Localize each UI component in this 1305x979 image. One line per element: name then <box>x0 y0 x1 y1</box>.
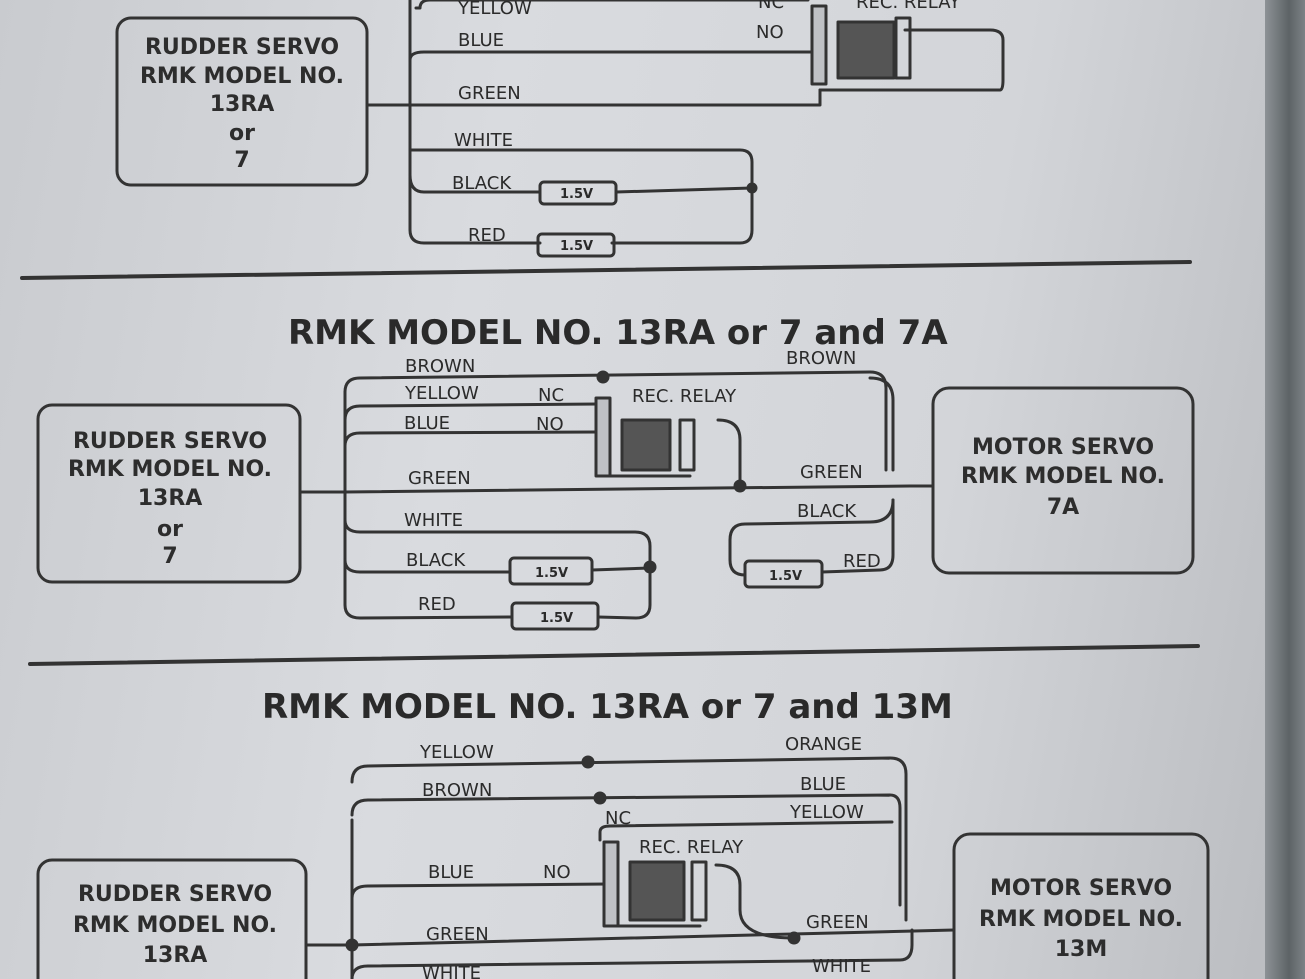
section1-wire-blue: BLUE <box>458 30 504 51</box>
section1-battery-black: 1.5V <box>538 180 618 206</box>
section2-wire-yellow: YELLOW <box>404 383 479 404</box>
section1-rudder-line5: 7 <box>234 148 249 173</box>
section3-wire-white-right: WHITE <box>812 956 871 977</box>
section2-relay-nc: NC <box>538 385 564 406</box>
section3-title: RMK MODEL NO. 13RA or 7 and 13M <box>262 687 953 727</box>
section2-wire-green-left: GREEN <box>408 468 471 489</box>
section2-rudder-line1: RUDDER SERVO <box>73 429 267 454</box>
section2-battery-label-2: 1.5V <box>540 611 573 626</box>
section3-wire-blue-left: BLUE <box>428 862 474 883</box>
divider-2 <box>28 644 1200 666</box>
photo-background-edge <box>1265 0 1305 979</box>
section1-wire-red: RED <box>468 225 506 246</box>
section2-relay-label: REC. RELAY <box>632 386 737 407</box>
section3-wire-white-left: WHITE <box>422 963 481 979</box>
section2-wire-black-right: BLACK <box>797 501 857 522</box>
section3-rudder-line3: 13RA <box>143 943 208 968</box>
section1-rudder-servo-box <box>115 16 369 187</box>
section1-rudder-line2: RMK MODEL NO. <box>140 64 344 89</box>
section1-battery-label-2: 1.5V <box>560 239 593 254</box>
section3-rudder-servo-box <box>36 858 308 979</box>
section2-wire-green-right: GREEN <box>800 462 863 483</box>
section3-relay: NC NO REC. RELAY <box>543 808 744 928</box>
section1-relay-label: REC. RELAY <box>856 0 961 13</box>
section1-wire-green: GREEN <box>458 83 521 104</box>
section1-battery-label-1: 1.5V <box>560 187 593 202</box>
section3-wire-yellow-right: YELLOW <box>789 802 864 823</box>
section2-motor-line1: MOTOR SERVO <box>972 435 1154 460</box>
section2-wire-blue: BLUE <box>404 413 450 434</box>
section2-motor-line2: RMK MODEL NO. <box>961 464 1165 489</box>
section3-motor-servo-box <box>952 832 1210 979</box>
section2-rudder-line4: or <box>157 517 183 542</box>
section2-rudder-line5: 7 <box>162 544 177 569</box>
section2-motor-line3: 7A <box>1047 495 1079 520</box>
section3-wire-yellow-left: YELLOW <box>419 742 494 763</box>
section2-rudder-line3: 13RA <box>138 486 203 511</box>
section2-battery-label-3: 1.5V <box>769 569 802 584</box>
section2-wire-brown-left: BROWN <box>405 356 475 377</box>
section1-relay-nc: NC <box>758 0 784 13</box>
section1-wire-white: WHITE <box>454 130 513 151</box>
section3-wire-green-left: GREEN <box>426 924 489 945</box>
section1-diagram: RUDDER SERVO RMK MODEL NO. 13RA or 7 YEL… <box>115 0 1005 258</box>
section3-rudder-line1: RUDDER SERVO <box>78 882 272 907</box>
section2-diagram: RUDDER SERVO RMK MODEL NO. 13RA or 7 MOT… <box>36 348 1195 631</box>
section2-relay-no: NO <box>536 414 564 435</box>
section2-battery-label-1: 1.5V <box>535 566 568 581</box>
section3-wire-green-right: GREEN <box>806 912 869 933</box>
section3-relay-no: NO <box>543 862 571 883</box>
section1-rudder-line3: 13RA <box>210 92 275 117</box>
section2-relay: NC NO REC. RELAY <box>536 385 737 478</box>
section2-battery-red-left: 1.5V <box>510 601 600 631</box>
section2-battery-black-left: 1.5V <box>508 556 594 586</box>
section3-motor-line1: MOTOR SERVO <box>990 876 1172 901</box>
section3-wire-blue-right: BLUE <box>800 774 846 795</box>
section1-rudder-line4: or <box>229 121 255 146</box>
section2-wire-white: WHITE <box>404 510 463 531</box>
section2-battery-right: 1.5V <box>743 559 824 589</box>
section2-wire-brown-right: BROWN <box>786 348 856 369</box>
section1-wire-black: BLACK <box>452 173 512 194</box>
divider-1 <box>20 260 1192 280</box>
section3-motor-line3: 13M <box>1055 937 1108 962</box>
section2-motor-servo-box <box>931 386 1195 575</box>
section3-motor-line2: RMK MODEL NO. <box>979 907 1183 932</box>
section2-title: RMK MODEL NO. 13RA or 7 and 7A <box>288 313 948 353</box>
section3-wire-orange-right: ORANGE <box>785 734 862 755</box>
section2-wire-red-right: RED <box>843 551 881 572</box>
section3-relay-label: REC. RELAY <box>639 837 744 858</box>
section3-rudder-line2: RMK MODEL NO. <box>73 913 277 938</box>
section3-relay-nc: NC <box>605 808 631 829</box>
section1-battery-red: 1.5V <box>536 232 616 258</box>
section2-rudder-line2: RMK MODEL NO. <box>68 457 272 482</box>
section2-wire-black-left: BLACK <box>406 550 466 571</box>
section1-rudder-line1: RUDDER SERVO <box>145 35 339 60</box>
section2-wire-red-left: RED <box>418 594 456 615</box>
section3-diagram: RUDDER SERVO RMK MODEL NO. 13RA MOTOR SE… <box>36 734 1210 979</box>
section3-wire-brown-left: BROWN <box>422 780 492 801</box>
section1-relay-no: NO <box>756 22 784 43</box>
section1-wire-yellow: YELLOW <box>457 0 532 19</box>
section1-relay: NC NO REC. RELAY <box>756 0 961 86</box>
wiring-diagram-sheet: RUDDER SERVO RMK MODEL NO. 13RA or 7 YEL… <box>20 0 1210 979</box>
